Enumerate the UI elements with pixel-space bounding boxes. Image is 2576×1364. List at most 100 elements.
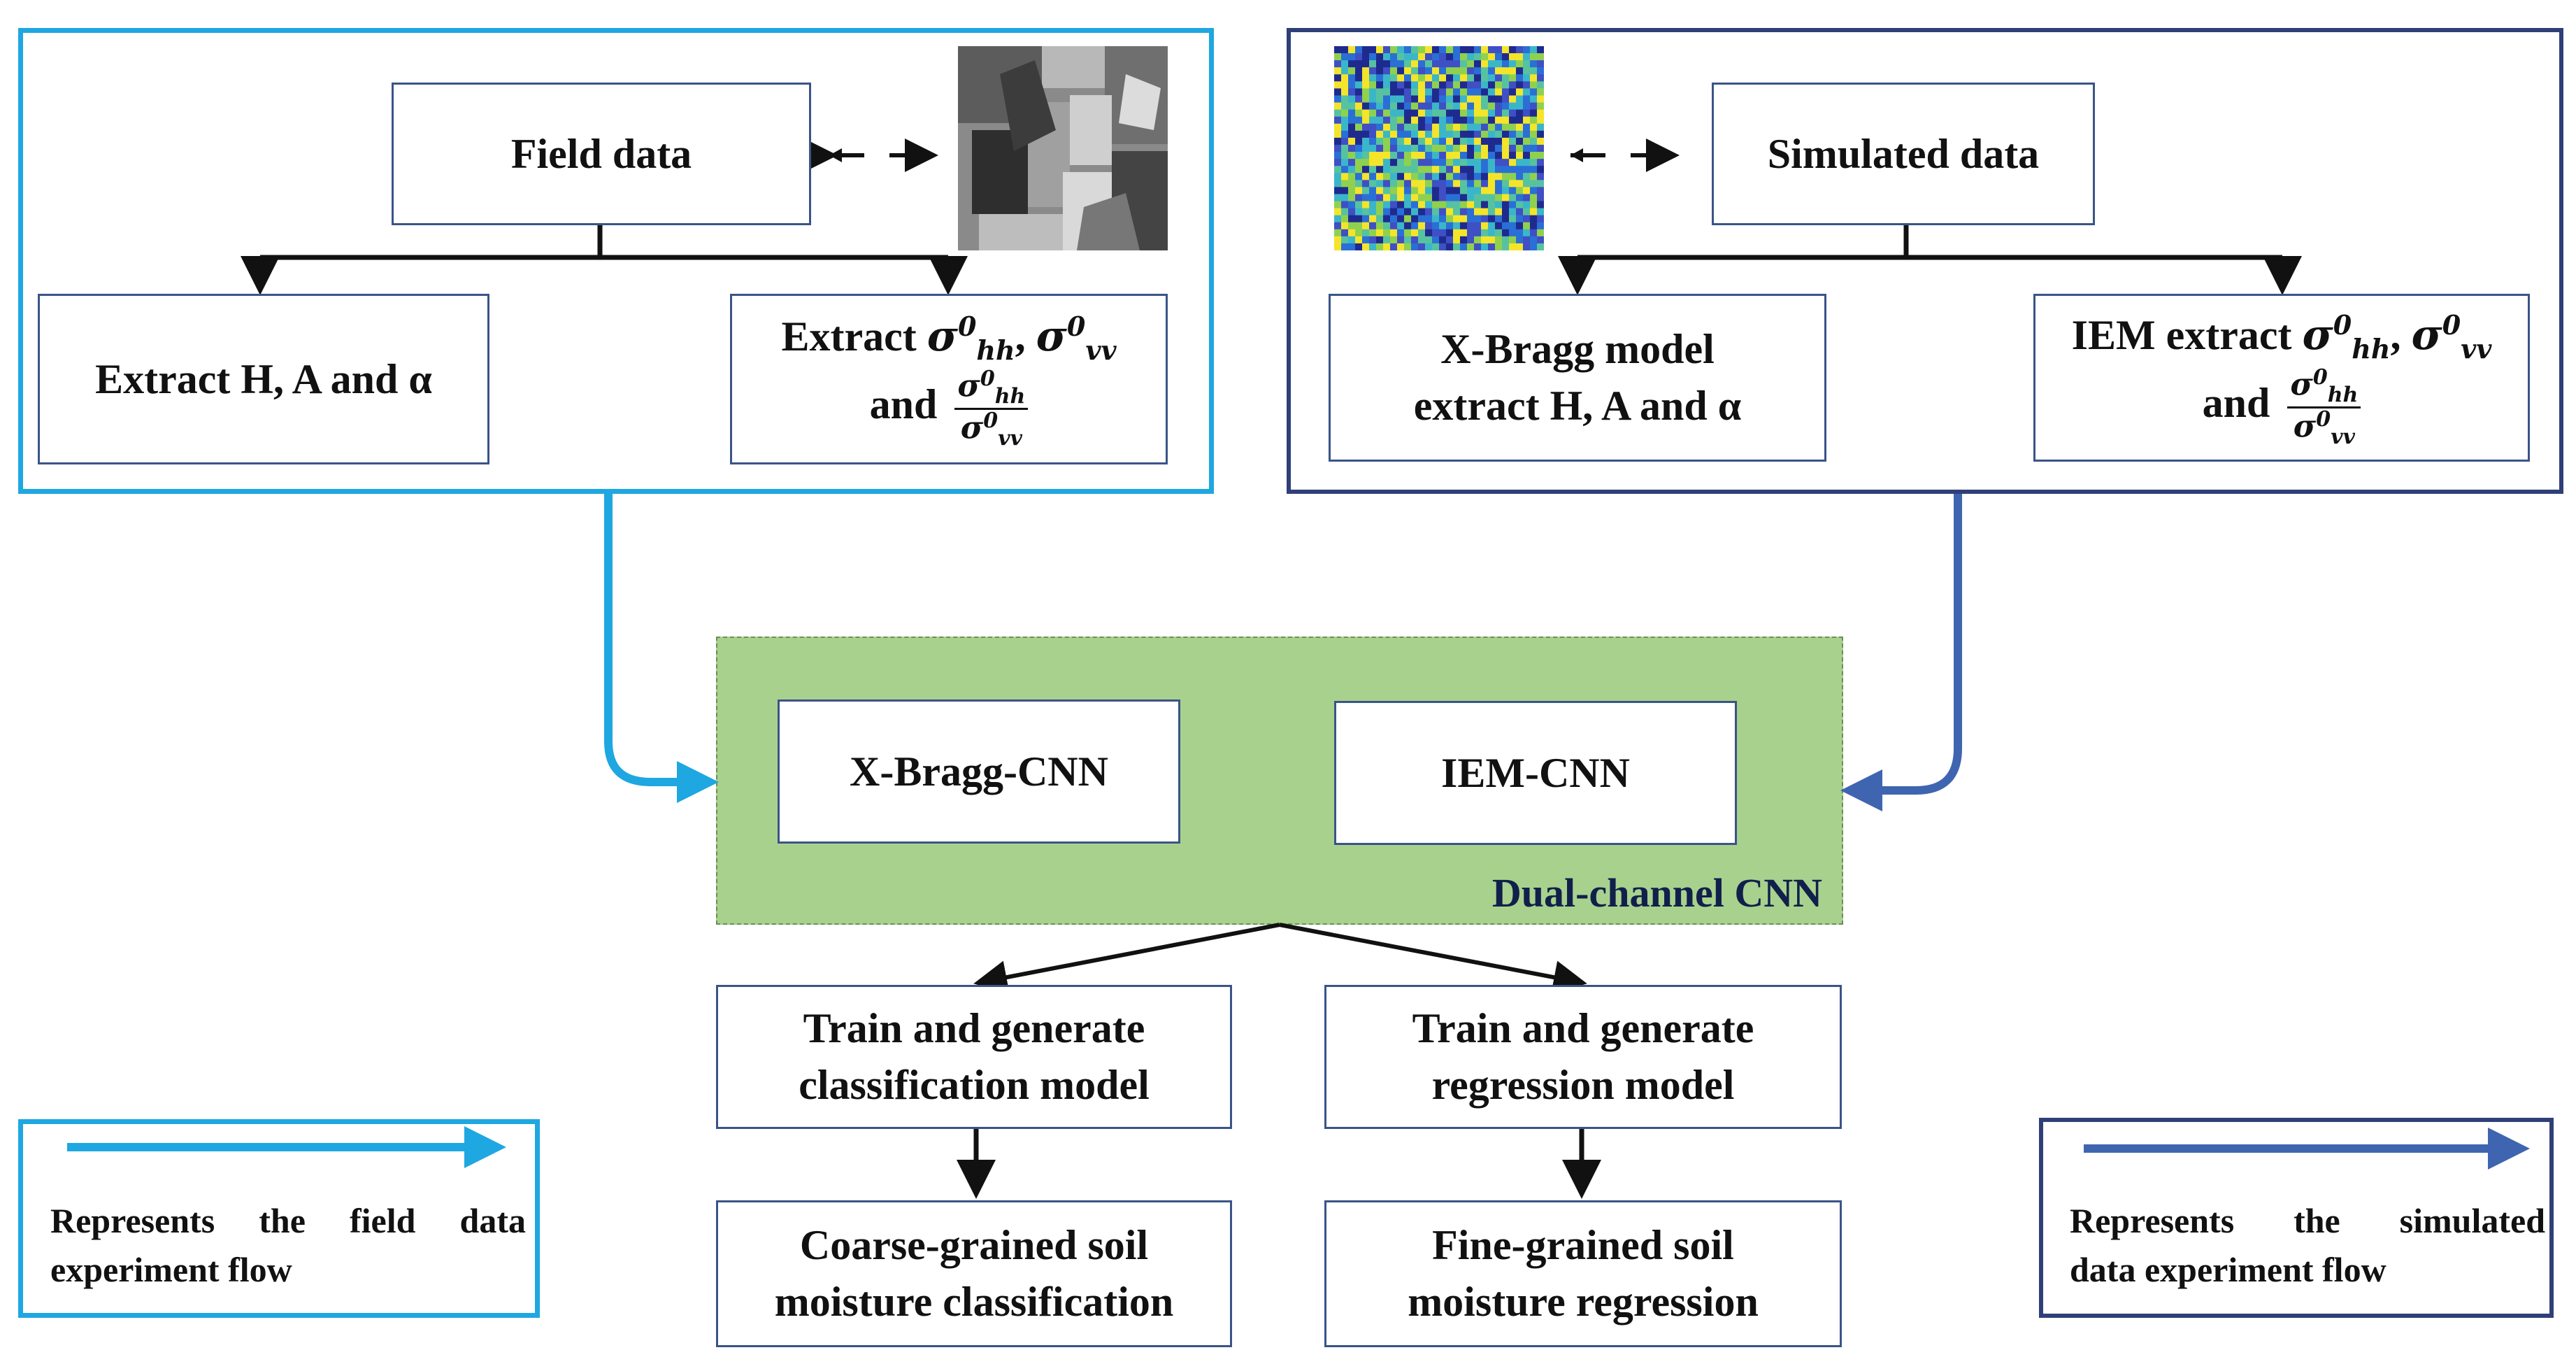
noise-pixel: [1509, 109, 1517, 118]
noise-pixel: [1355, 74, 1363, 82]
noise-pixel: [1502, 95, 1510, 104]
noise-pixel: [1376, 123, 1384, 132]
noise-pixel: [1348, 137, 1356, 145]
noise-pixel: [1404, 102, 1412, 111]
noise-pixel: [1516, 88, 1524, 96]
noise-pixel: [1376, 81, 1384, 89]
noise-pixel: [1446, 95, 1454, 104]
noise-pixel: [1523, 130, 1531, 138]
noise-pixel: [1446, 208, 1454, 216]
simulated-data-panel: [1287, 28, 2563, 494]
noise-pixel: [1390, 159, 1398, 166]
noise-pixel: [1474, 229, 1482, 237]
noise-pixel: [1488, 137, 1496, 145]
noise-pixel: [1439, 243, 1447, 250]
noise-pixel: [1537, 215, 1544, 223]
field-sar-image: [958, 46, 1168, 250]
noise-pixel: [1411, 46, 1419, 54]
noise-pixel: [1523, 144, 1531, 152]
noise-pixel: [1411, 137, 1419, 145]
noise-pixel: [1383, 159, 1391, 166]
noise-pixel: [1481, 173, 1489, 180]
noise-pixel: [1369, 173, 1377, 180]
noise-pixel: [1439, 144, 1447, 152]
noise-pixel: [1383, 81, 1391, 89]
noise-pixel: [1467, 166, 1475, 173]
noise-pixel: [1411, 201, 1419, 209]
field-extract-h-a-alpha-label: Extract H, A and α: [95, 355, 432, 402]
noise-pixel: [1502, 166, 1510, 173]
noise-pixel: [1495, 144, 1503, 152]
noise-pixel: [1355, 187, 1363, 194]
noise-pixel: [1502, 116, 1510, 125]
noise-pixel: [1425, 173, 1433, 180]
noise-pixel: [1348, 81, 1356, 89]
noise-pixel: [1509, 46, 1517, 54]
noise-pixel: [1411, 130, 1419, 138]
noise-pixel: [1334, 144, 1342, 152]
noise-pixel: [1376, 144, 1384, 152]
coarse-classification-line1: Coarse-grained soil: [799, 1222, 1149, 1268]
noise-pixel: [1446, 109, 1454, 118]
noise-pixel: [1516, 208, 1524, 216]
noise-pixel: [1481, 109, 1489, 118]
noise-pixel: [1481, 229, 1489, 237]
noise-pixel: [1467, 67, 1475, 75]
noise-pixel: [1369, 130, 1377, 138]
noise-pixel: [1467, 236, 1475, 244]
noise-pixel: [1390, 152, 1398, 159]
noise-pixel: [1453, 180, 1461, 187]
noise-pixel: [1432, 130, 1440, 138]
noise-pixel: [1404, 81, 1412, 89]
noise-pixel: [1404, 67, 1412, 75]
noise-pixel: [1481, 166, 1489, 173]
coarse-classification-box: Coarse-grained soil moisture classificat…: [716, 1200, 1232, 1347]
noise-pixel: [1446, 173, 1454, 180]
noise-pixel: [1460, 81, 1468, 89]
noise-pixel: [1537, 159, 1544, 166]
noise-pixel: [1453, 95, 1461, 104]
noise-pixel: [1446, 137, 1454, 145]
noise-pixel: [1530, 95, 1538, 104]
noise-pixel: [1467, 152, 1475, 159]
noise-pixel: [1460, 144, 1468, 152]
noise-pixel: [1460, 116, 1468, 125]
noise-pixel: [1495, 243, 1503, 250]
noise-pixel: [1432, 88, 1440, 96]
noise-pixel: [1383, 144, 1391, 152]
noise-pixel: [1425, 88, 1433, 96]
noise-pixel: [1523, 208, 1531, 216]
noise-pixel: [1390, 166, 1398, 173]
noise-pixel: [1369, 166, 1377, 173]
noise-pixel: [1516, 229, 1524, 237]
noise-pixel: [1418, 243, 1426, 250]
field-extract-h-a-alpha-box: Extract H, A and α: [38, 294, 489, 464]
noise-pixel: [1334, 81, 1342, 89]
noise-pixel: [1425, 60, 1433, 68]
noise-pixel: [1404, 222, 1412, 230]
noise-pixel: [1369, 74, 1377, 82]
noise-pixel: [1446, 187, 1454, 194]
noise-pixel: [1523, 236, 1531, 244]
noise-pixel: [1432, 236, 1440, 244]
noise-pixel: [1418, 130, 1426, 138]
noise-pixel: [1369, 243, 1377, 250]
noise-pixel: [1411, 144, 1419, 152]
noise-pixel: [1530, 74, 1538, 82]
noise-pixel: [1334, 166, 1342, 173]
noise-pixel: [1341, 109, 1349, 118]
noise-pixel: [1488, 229, 1496, 237]
noise-pixel: [1425, 130, 1433, 138]
noise-pixel: [1453, 53, 1461, 61]
noise-pixel: [1425, 67, 1433, 75]
noise-pixel: [1474, 123, 1482, 132]
noise-pixel: [1425, 123, 1433, 132]
noise-pixel: [1530, 144, 1538, 152]
noise-pixel: [1397, 166, 1405, 173]
noise-pixel: [1404, 88, 1412, 96]
noise-pixel: [1362, 152, 1370, 159]
noise-pixel: [1418, 137, 1426, 145]
noise-pixel: [1467, 81, 1475, 89]
xbragg-cnn-box: X-Bragg-CNN: [778, 699, 1180, 844]
noise-pixel: [1530, 187, 1538, 194]
